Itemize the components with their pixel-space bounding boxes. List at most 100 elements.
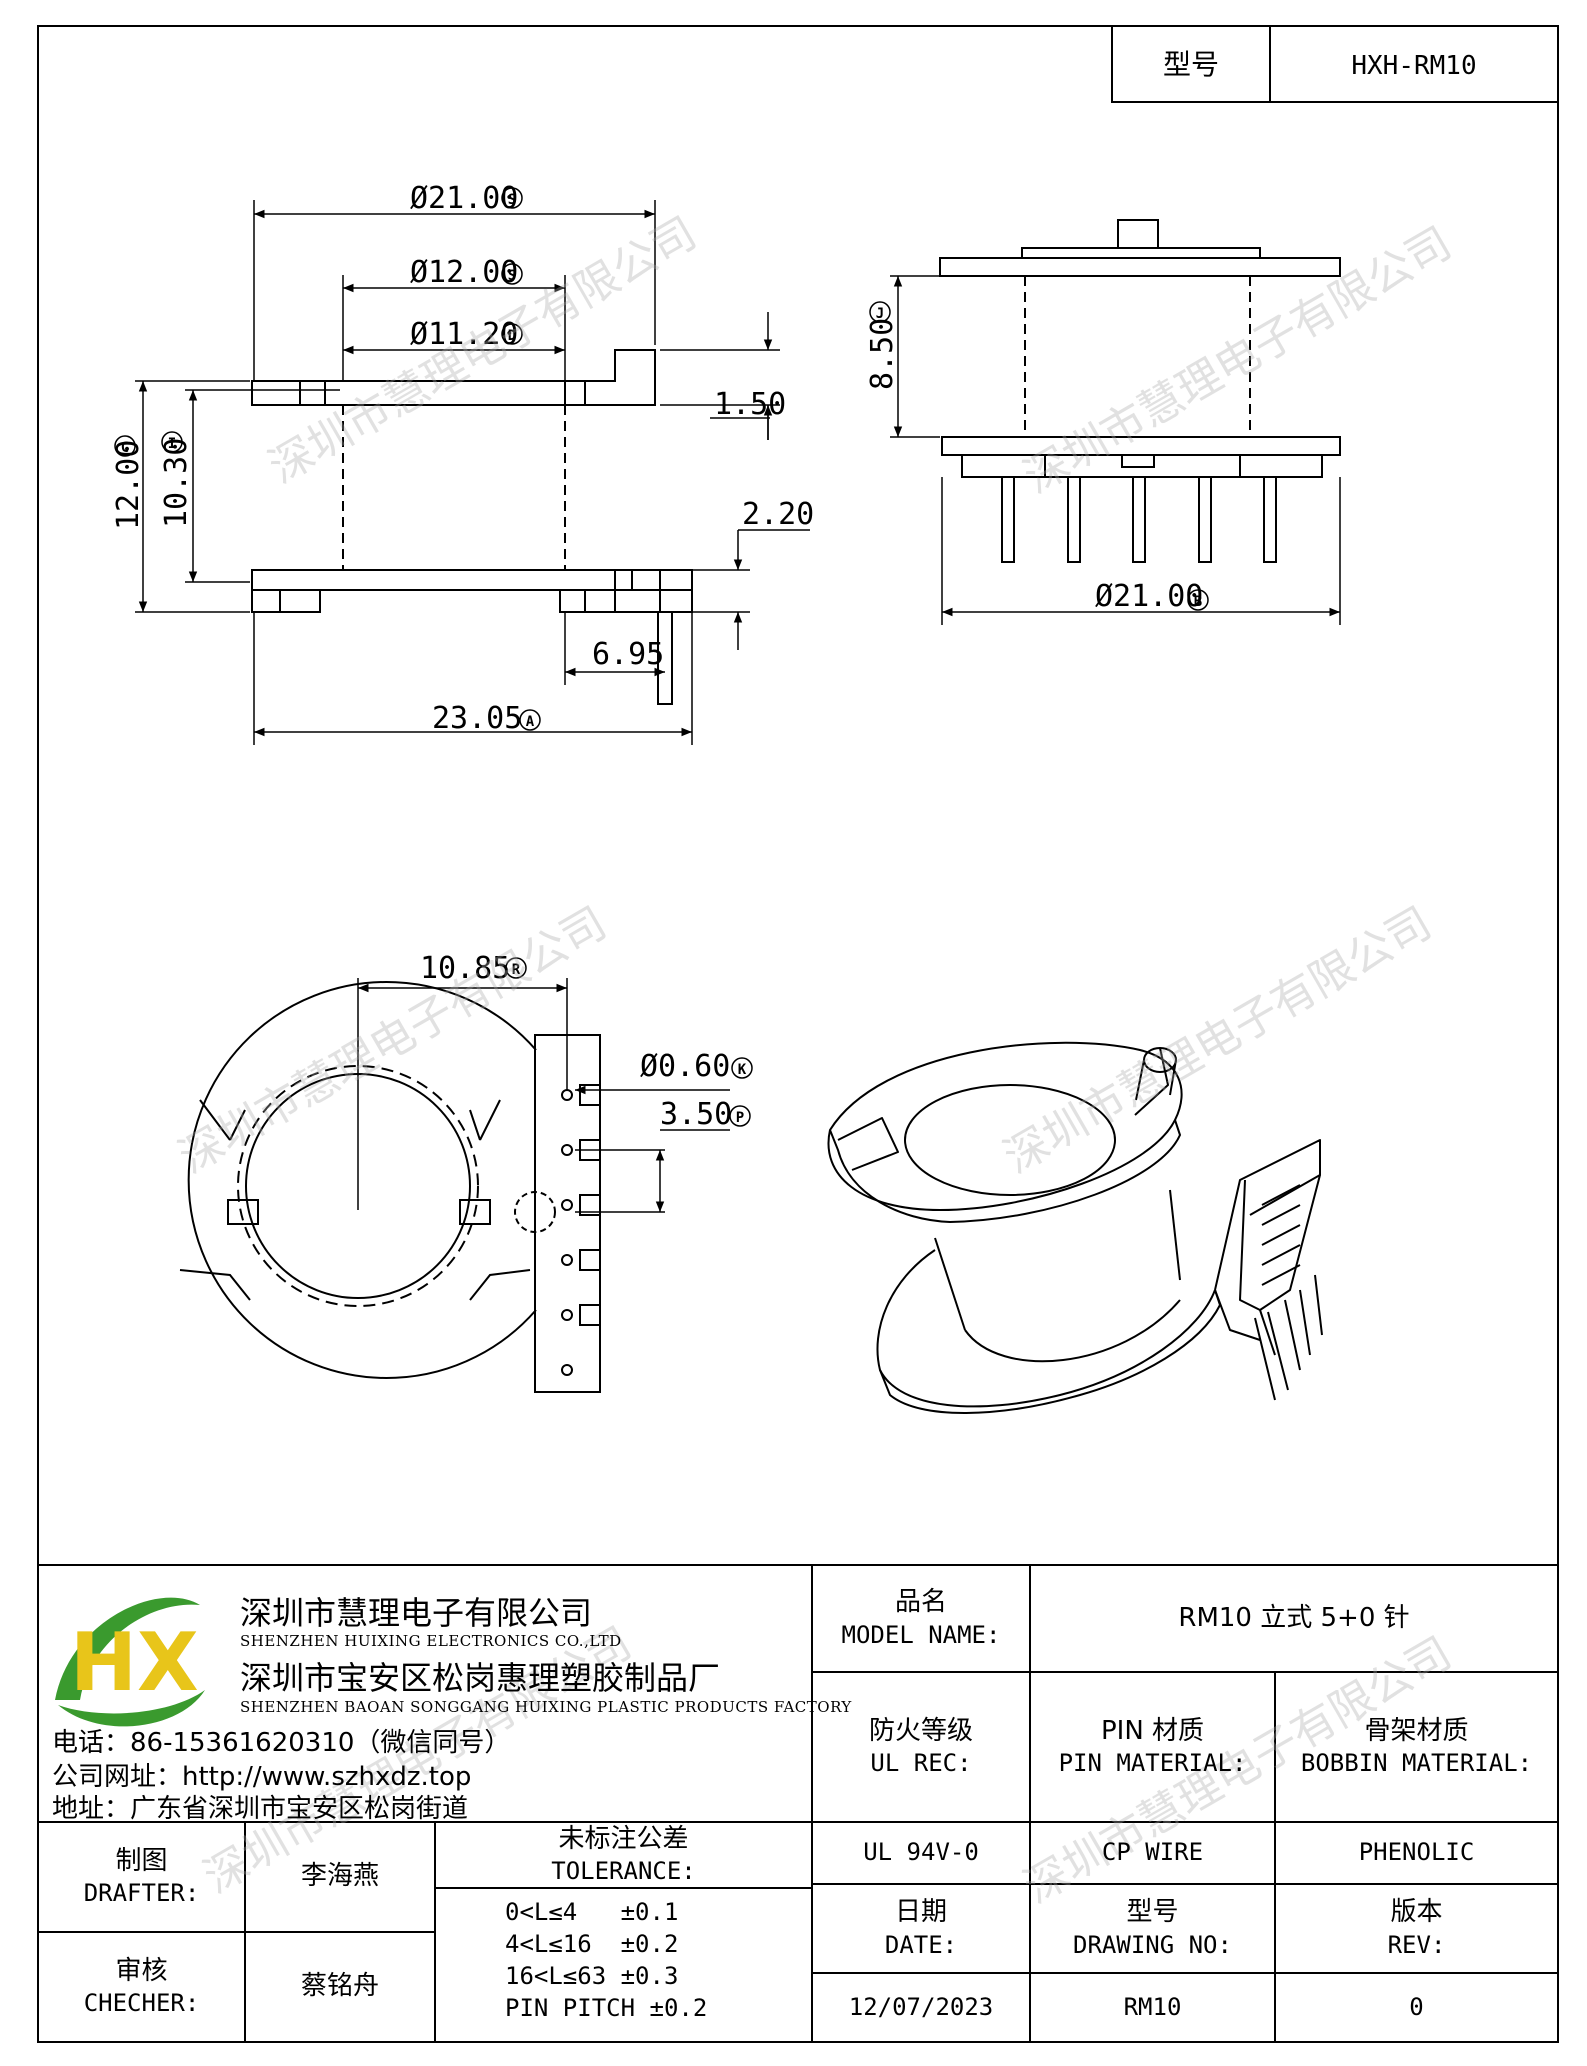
rev-value-cell: 0 xyxy=(1275,1973,1558,2042)
date-value: 12/07/2023 xyxy=(848,1992,994,2021)
front-section-view xyxy=(251,349,693,705)
dim-tag-r-text: R xyxy=(512,962,521,978)
dim-tag-s-2 xyxy=(501,263,523,285)
ul-value: UL 94V-0 xyxy=(863,1838,979,1867)
dim-core-outer-dia: Ø12.00 xyxy=(410,255,518,290)
drawing-no-value-cell: RM10 xyxy=(1030,1973,1275,2042)
checker-name-cell: 蔡铭舟 xyxy=(245,1932,435,2042)
top-model-box: 型号 HXH-RM10 xyxy=(1111,25,1559,103)
dim-pin-offset: 6.95 xyxy=(592,637,664,672)
dim-tag-j-text: J xyxy=(876,306,884,322)
dim-tag-b-text: B xyxy=(1194,594,1202,610)
dim-pin-pitch: 3.50 xyxy=(660,1097,732,1132)
company-phone: 电话：86-15361620310（微信同号） xyxy=(52,1728,511,1758)
dim-side-height: 8.50 xyxy=(865,318,900,390)
side-elevation-dims xyxy=(890,275,1341,625)
dim-tag-s-1 xyxy=(501,187,523,209)
drafter-label-cell: 制图 DRAFTER: xyxy=(38,1822,245,1932)
top-model-label: 型号 xyxy=(1163,48,1219,81)
checker-label-cn: 审核 xyxy=(115,1955,168,1986)
plan-view-dim-text: 10.85 R Ø0.60 K 3.50 P xyxy=(420,951,753,1132)
pin-material-label-en: PIN MATERIAL: xyxy=(1058,1749,1247,1778)
tolerance-line-1: 0<L≤4 ±0.1 xyxy=(505,1898,679,1926)
tolerance-line-4: PIN PITCH ±0.2 xyxy=(505,1994,708,2022)
model-name-value-cell: RM10 立式 5+0 针 xyxy=(1030,1565,1558,1672)
drawing-no-label-cn: 型号 xyxy=(1126,1897,1179,1927)
logo-letters: HX xyxy=(70,1616,199,1709)
dim-tag-k xyxy=(731,1057,753,1079)
company-website: 公司网址：http://www.szhxdz.top xyxy=(52,1762,472,1792)
dim-tag-a xyxy=(519,709,541,731)
rev-label-cell: 版本 REV: xyxy=(1275,1884,1558,1973)
dim-base-dia: Ø21.00 xyxy=(1095,579,1203,614)
bobbin-material-label-cell: 骨架材质 BOBBIN MATERIAL: xyxy=(1275,1672,1558,1822)
dim-tag-k-text: K xyxy=(738,1062,747,1078)
model-name-label-cell: 品名 MODEL NAME: xyxy=(812,1565,1030,1672)
side-elevation-dim-text: 8.50 J Ø21.00 B xyxy=(865,301,1209,614)
dim-tag-s-1-text: S xyxy=(508,192,516,208)
date-label-en: DATE: xyxy=(884,1930,958,1959)
front-section-dim-text: Ø21.00 S Ø12.00 S Ø11.20 D 1.50 2.20 6.9… xyxy=(111,181,814,736)
date-label-cn: 日期 xyxy=(894,1897,947,1927)
top-model-value: HXH-RM10 xyxy=(1351,51,1476,81)
dim-tag-c xyxy=(114,435,136,457)
rev-label-cn: 版本 xyxy=(1390,1897,1443,1927)
pin-material-label-cell: PIN 材质 PIN MATERIAL: xyxy=(1030,1672,1275,1822)
pin-value-cell: CP WIRE xyxy=(1030,1822,1275,1884)
dim-tag-j xyxy=(869,301,891,323)
dim-tag-d xyxy=(501,323,523,345)
ul-rec-label-en: UL REC: xyxy=(870,1749,972,1778)
ul-rec-label-cell: 防火等级 UL REC: xyxy=(812,1672,1030,1822)
dim-pin-row-offset: 10.85 xyxy=(420,951,510,986)
front-section-dims xyxy=(135,200,810,745)
drafter-name: 李海燕 xyxy=(300,1861,379,1892)
dim-tag-c-text: C xyxy=(121,440,129,456)
tolerance-label-cn: 未标注公差 xyxy=(558,1823,689,1854)
date-label-cell: 日期 DATE: xyxy=(812,1884,1030,1973)
checker-label-en: CHECHER: xyxy=(83,1989,200,2018)
dim-tag-b xyxy=(1187,589,1209,611)
checker-name: 蔡铭舟 xyxy=(300,1971,379,2002)
pin-material-value: CP WIRE xyxy=(1101,1838,1204,1867)
dim-tag-r xyxy=(505,957,527,979)
date-value-cell: 12/07/2023 xyxy=(812,1973,1030,2042)
tolerance-label-cell: 未标注公差 TOLERANCE: xyxy=(435,1822,812,1888)
drafter-label-cn: 制图 xyxy=(115,1845,168,1876)
plan-view-dims xyxy=(357,978,730,1213)
bobbin-material-value: PHENOLIC xyxy=(1358,1838,1475,1867)
dim-tag-i xyxy=(161,431,183,453)
checker-label-cell: 审核 CHECHER: xyxy=(38,1932,245,2042)
dim-tag-p xyxy=(729,1105,751,1127)
drawing-no-label-cell: 型号 DRAWING NO: xyxy=(1030,1884,1275,1973)
model-name-label-en: MODEL NAME: xyxy=(841,1620,1001,1649)
ul-rec-label-cn: 防火等级 xyxy=(868,1715,973,1746)
dim-flange-thickness: 1.50 xyxy=(714,387,786,422)
bobbin-material-label-en: BOBBIN MATERIAL: xyxy=(1300,1749,1533,1778)
side-elevation-view xyxy=(939,219,1341,563)
dim-top-outer-dia: Ø21.00 xyxy=(410,181,518,216)
company-name-cn-1: 深圳市慧理电子有限公司 xyxy=(240,1594,593,1632)
dim-overall-width: 23.05 xyxy=(432,701,522,736)
dim-tag-a-text: A xyxy=(526,714,535,730)
bobbin-material-label-cn: 骨架材质 xyxy=(1364,1715,1469,1746)
pin-material-label-cn: PIN 材质 xyxy=(1100,1715,1205,1746)
company-name-en-2: SHENZHEN BAOAN SONGGANG HUIXING PLASTIC … xyxy=(240,1698,852,1716)
bobbin-value-cell: PHENOLIC xyxy=(1275,1822,1558,1884)
title-block-grid xyxy=(38,1564,1558,2042)
dim-tag-p-text: P xyxy=(736,1110,744,1126)
dim-core-inner-dia: Ø11.20 xyxy=(410,317,518,352)
dim-tag-d-text: D xyxy=(508,328,516,344)
drawing-no-value: RM10 xyxy=(1123,1992,1182,2021)
dim-base-thickness: 2.20 xyxy=(742,497,814,532)
tolerance-label-en: TOLERANCE: xyxy=(551,1857,696,1886)
company-name-en-1: SHENZHEN HUIXING ELECTRONICS CO.,LTD xyxy=(240,1632,622,1650)
dim-inner-height: 10.30 xyxy=(159,438,194,528)
tolerance-line-3: 16<L≤63 ±0.3 xyxy=(505,1962,679,1990)
dim-pin-dia: Ø0.60 xyxy=(640,1049,730,1084)
model-name-value: RM10 立式 5+0 针 xyxy=(1178,1602,1410,1633)
plan-view xyxy=(179,981,601,1393)
sheet-border xyxy=(37,25,1559,2043)
dim-tag-s-2-text: S xyxy=(508,268,516,284)
isometric-view xyxy=(827,1041,1323,1414)
